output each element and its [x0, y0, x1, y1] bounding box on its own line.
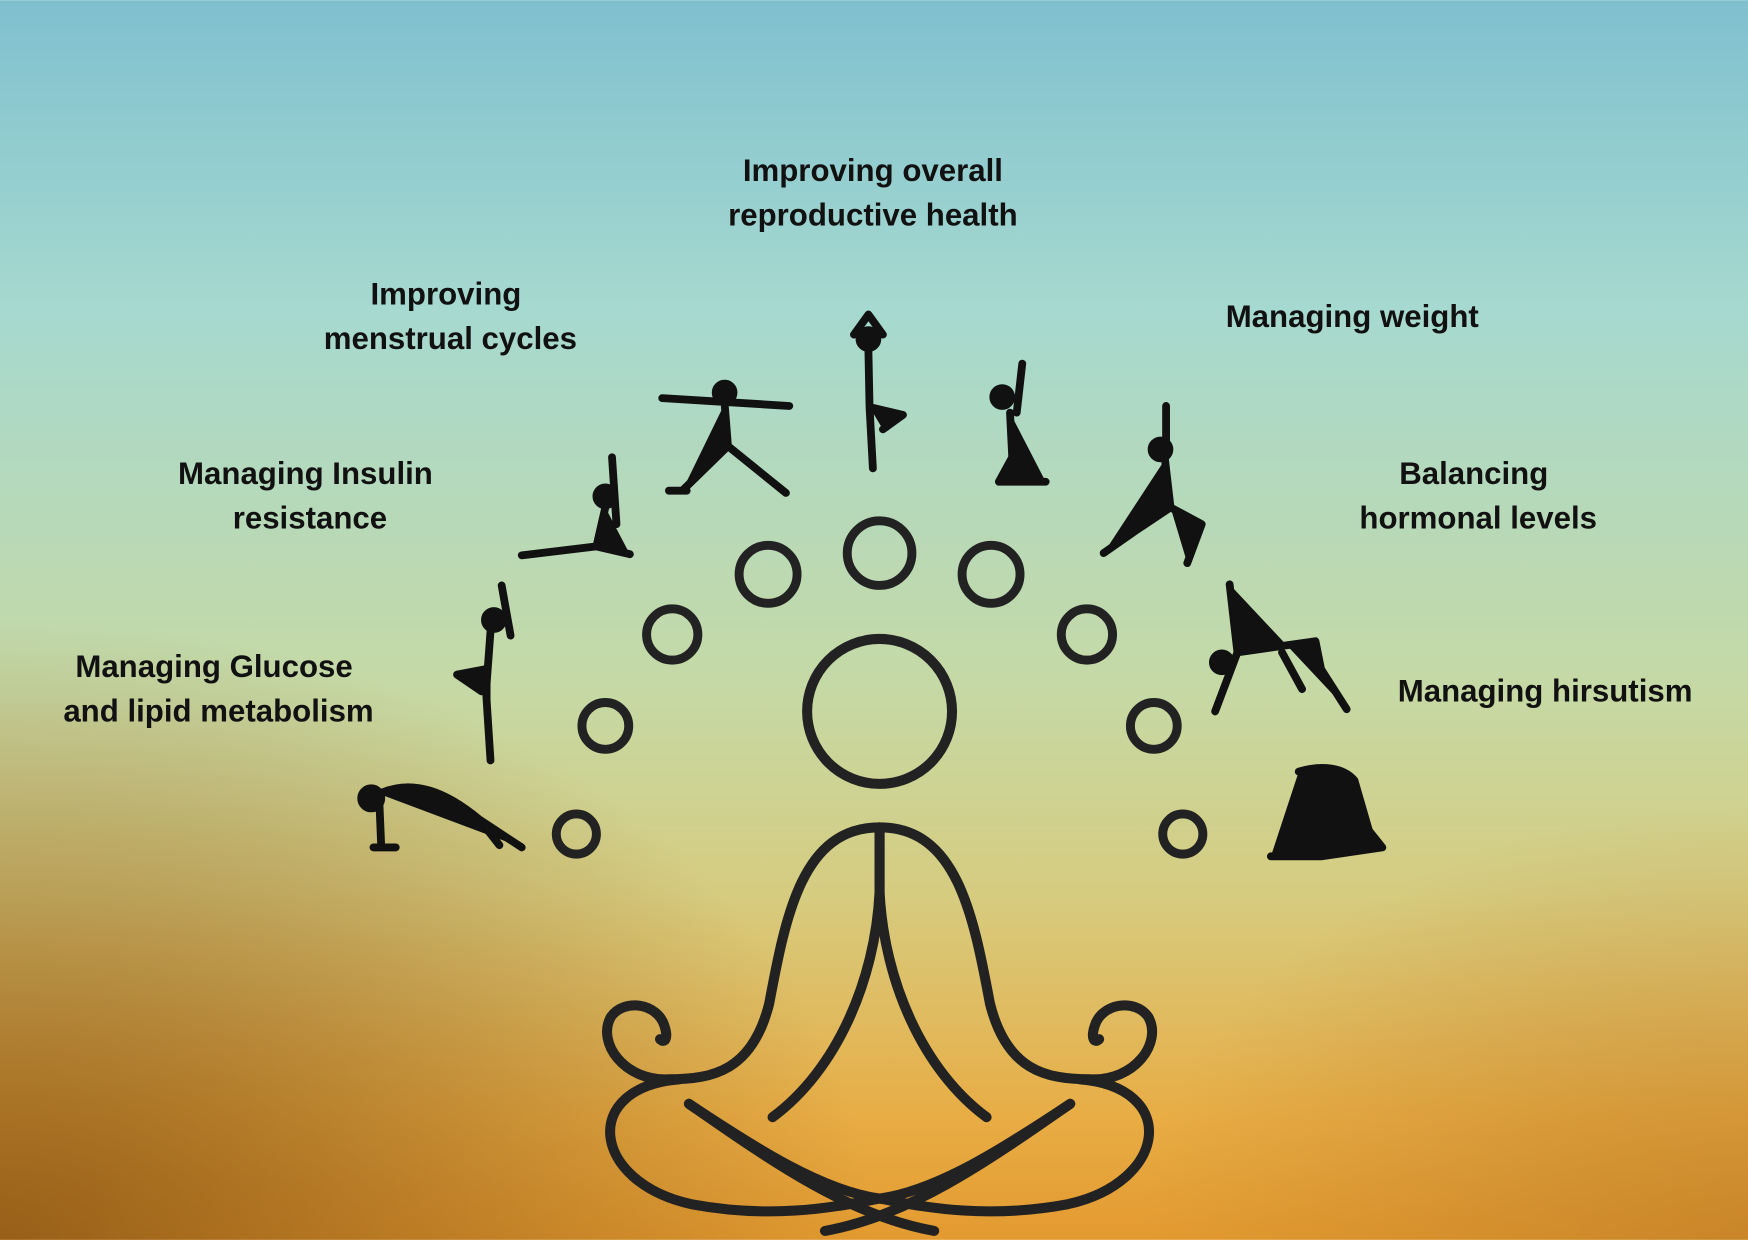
label-weight: Managing weight	[1226, 299, 1480, 334]
meditating-figure-icon	[602, 633, 1158, 1236]
chakra-circles	[551, 516, 1208, 859]
yoga-pose-silhouette-icon	[1208, 580, 1351, 716]
yoga-pose-silhouette-icon	[1099, 402, 1206, 568]
label-insulin-line2: resistance	[233, 501, 387, 536]
label-glucose-line2: and lipid metabolism	[63, 693, 373, 728]
label-glucose-line1: Managing Glucose	[75, 649, 352, 684]
chakra-circle-icon	[642, 604, 703, 665]
label-hormonal-line2: hormonal levels	[1359, 501, 1597, 536]
label-hormonal-line1: Balancing	[1399, 456, 1548, 491]
label-menstrual-line1: Improving	[371, 277, 522, 312]
yoga-pose-silhouette-icon	[850, 310, 907, 473]
chakra-circle-icon	[1158, 809, 1208, 859]
yoga-pose-silhouette-icon	[989, 359, 1050, 486]
chakra-circle-icon	[551, 809, 601, 859]
chakra-circle-icon	[1056, 604, 1118, 665]
yoga-pose-silhouette-icon	[453, 581, 515, 765]
chakra-circle-icon	[842, 516, 917, 590]
label-reproductive-line2: reproductive health	[728, 197, 1018, 232]
yoga-pose-silhouette-icon	[1266, 764, 1387, 861]
label-reproductive-line1: Improving overall	[743, 153, 1003, 188]
yoga-pose-silhouette-icon	[658, 379, 794, 497]
label-insulin-line1: Managing Insulin	[178, 456, 433, 491]
chakra-circle-icon	[577, 698, 634, 754]
label-menstrual-line2: menstrual cycles	[324, 321, 577, 356]
chakra-circle-icon	[1125, 698, 1182, 754]
chakra-circle-icon	[957, 540, 1025, 608]
label-hirsutism: Managing hirsutism	[1398, 673, 1693, 708]
chakra-circle-icon	[734, 540, 802, 608]
yoga-pose-silhouette-icon	[517, 453, 634, 560]
yoga-pose-silhouette-icon	[357, 783, 526, 852]
